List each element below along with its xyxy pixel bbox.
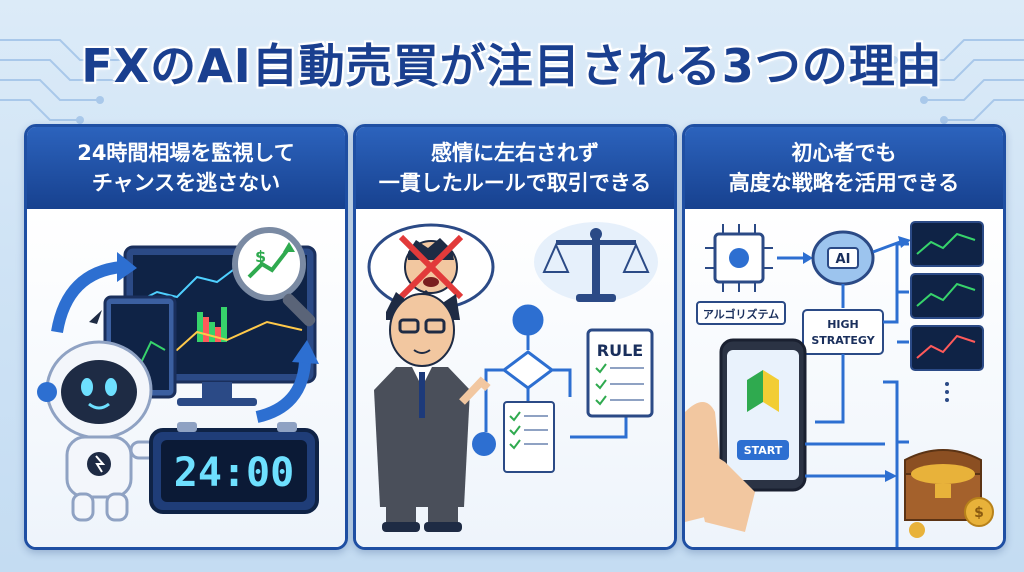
rule-document-icon: RULE (586, 328, 654, 418)
cycle-arrow-left-icon (51, 261, 123, 334)
smartphone-icon: START (685, 338, 807, 532)
strategy-label-line1: HIGH (827, 318, 859, 331)
magnifier-chart-icon: $ (232, 227, 316, 327)
ai-brain-icon: AI (811, 230, 875, 286)
ai-label: AI (836, 252, 851, 267)
card-heading-line1: 初心者でも (791, 141, 897, 165)
strategy-label-line2: STRATEGY (811, 334, 875, 347)
dollar-icon: $ (255, 247, 266, 266)
card-heading-line1: 感情に左右されず (431, 141, 599, 165)
thought-bubble-no-emotion-icon (367, 223, 495, 349)
card-heading-line2: 一貫したルールで取引できる (378, 171, 652, 195)
chart-cards (815, 221, 984, 547)
card-illustration: $ (27, 212, 345, 547)
algorithm-label: アルゴリズテム (703, 307, 779, 321)
rule-label: RULE (597, 341, 643, 360)
businessman-icon (374, 290, 491, 532)
card-heading-line2: 高度な戦略を活用できる (728, 171, 960, 195)
card-illustration: アルゴリズテム AI HIGH STRATEGY (685, 212, 1003, 547)
treasure-chest-icon: $ (904, 449, 994, 538)
card-illustration: RULE (356, 212, 674, 547)
digital-clock-icon: 24:00 (149, 422, 319, 514)
robot-mascot-icon (37, 310, 163, 522)
card-heading-line1: 24時間相場を監視して (77, 141, 295, 165)
reason-card-monitoring: 24時間相場を監視して チャンスを逃さない (24, 124, 348, 550)
checklist-doc-icon (503, 401, 555, 473)
reason-card-beginner: 初心者でも 高度な戦略を活用できる アルゴリズテム (682, 124, 1006, 550)
chip-icon (705, 224, 773, 292)
coin-icon: $ (974, 505, 984, 521)
start-button: START (744, 444, 783, 457)
clock-time: 24:00 (174, 450, 294, 496)
card-header: 感情に左右されず 一貫したルールで取引できる (356, 127, 674, 209)
card-header: 24時間相場を監視して チャンスを逃さない (27, 127, 345, 209)
flowchart-icon (484, 304, 628, 439)
gear-icon (472, 432, 496, 456)
card-header: 初心者でも 高度な戦略を活用できる (685, 127, 1003, 209)
card-heading-line2: チャンスを逃さない (91, 171, 281, 195)
reason-card-emotion: 感情に左右されず 一貫したルールで取引できる (353, 124, 677, 550)
cycle-arrow-right-icon (255, 361, 311, 423)
high-strategy-box (802, 309, 884, 355)
page-title: FXのAI自動売買が注目される3つの理由 (81, 39, 943, 93)
balance-scale-icon (534, 222, 658, 302)
